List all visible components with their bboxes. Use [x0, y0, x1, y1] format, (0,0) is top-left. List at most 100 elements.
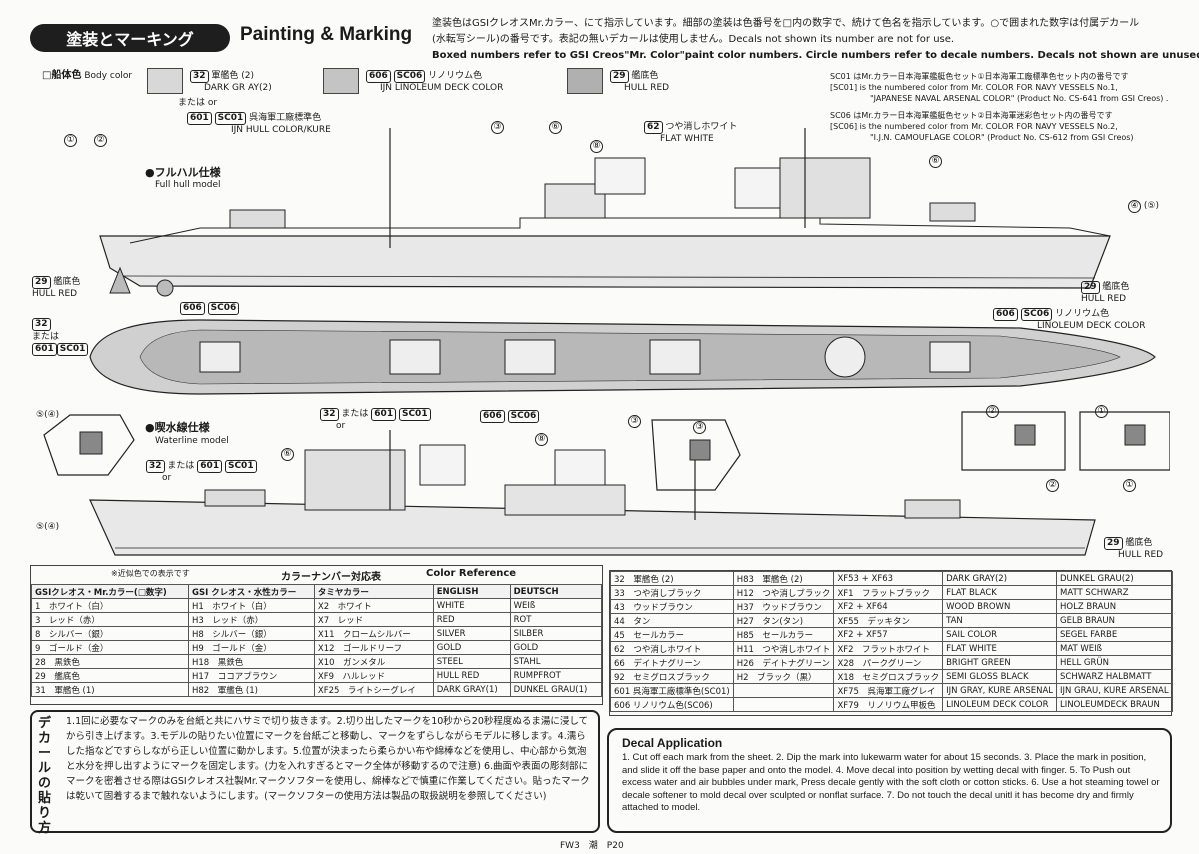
- table-cell: H8 シルバー（銀）: [188, 626, 315, 641]
- table-cell: 62 つや消しホワイト: [610, 641, 734, 656]
- callout-6-bow: ⑥: [929, 155, 942, 168]
- table-cell: H12 つや消しブラック: [732, 585, 835, 600]
- table-cell: WEIß: [509, 598, 603, 613]
- table-cell: HOLZ BRAUN: [1056, 599, 1173, 614]
- body-color-label: □船体色 Body color: [42, 70, 133, 81]
- table-cell: IJN GRAY, KURE ARSENAL: [942, 683, 1057, 698]
- table-cell: STAHL: [509, 654, 603, 669]
- table-cell: SEGEL FARBE: [1056, 627, 1173, 642]
- waterline-ship-drawing: [89, 430, 1096, 556]
- fullhull-ship-drawing: [99, 128, 1111, 297]
- instruction-note-line-2: (水転写シール)の番号です。表記の無いデカールは使用しません。Decals no…: [432, 34, 955, 45]
- section-title-en: Painting & Marking: [240, 24, 413, 45]
- table-cell: X10 ガンメタル: [313, 654, 434, 669]
- table-cell: H27 タン(タン): [732, 613, 835, 628]
- decal-instructions-jp-text: 1.1回に必要なマークのみを台紙と共にハサミで切り抜きます。2.切り出したマーク…: [66, 716, 590, 802]
- table-cell: X12 ゴールドリーフ: [313, 640, 434, 655]
- table-cell: H1 ホワイト（白）: [188, 598, 315, 613]
- table-cell: RUMPFROT: [509, 668, 603, 683]
- table-cell: XF9 ハルレッド: [313, 668, 434, 683]
- table-cell: 1 ホワイト（白）: [31, 598, 189, 613]
- table-cell: XF53 + XF63: [833, 571, 944, 586]
- table-cell: MATT SCHWARZ: [1056, 585, 1173, 600]
- table-cell: SEMI GLOSS BLACK: [942, 669, 1057, 684]
- table-cell: SILVER: [432, 626, 511, 641]
- waterline-callout-2: ②: [1046, 479, 1059, 492]
- color-swatch-29: [567, 68, 603, 94]
- flat-white-label: 62 つや消しホワイト FLAT WHITE: [644, 121, 737, 145]
- table-cell: 8 シルバー（銀）: [31, 626, 189, 641]
- waterline-callout-5-4-bottom: ⑤(④): [36, 522, 60, 532]
- table-cell: X18 セミグロスブラック: [833, 669, 944, 684]
- color-table-left: ※近似色での表示です カラーナンバー対応表 Color Reference GS…: [30, 565, 603, 705]
- sc01-note: SC01 はMr.カラー日本海軍艦艇色セット①日本海軍工廠標準色セット内の番号で…: [830, 72, 1169, 103]
- table-cell: SCHWARZ HALBMATT: [1056, 669, 1173, 684]
- table-cell: 45 セールカラー: [610, 627, 734, 642]
- table-cell: H3 レッド（赤）: [188, 612, 315, 627]
- callout-3: ③: [491, 121, 504, 134]
- page-footer: FW3 潮 P20: [560, 841, 624, 851]
- table-cell: 92 セミグロスブラック: [610, 669, 734, 684]
- callout-4: ④ (⑤): [1128, 200, 1159, 213]
- table-cell: LINOLEUM DECK COLOR: [942, 697, 1057, 712]
- color-table-header: ※近似色での表示です カラーナンバー対応表 Color Reference: [31, 566, 602, 596]
- color-table-header-cell: GSI クレオス・水性カラー: [188, 584, 315, 599]
- color-table-title-jp: カラーナンバー対応表: [281, 572, 381, 583]
- table-cell: 43 ウッドブラウン: [610, 599, 734, 614]
- detail-callout-3: ③: [693, 421, 706, 434]
- waterline-callout-6: ⑥: [281, 448, 294, 461]
- table-cell: [732, 697, 835, 712]
- decal-application-text: 1. Cut off each mark from the sheet. 2. …: [622, 752, 1160, 813]
- color-32-label: 32 軍艦色 (2) DARK GR AY(2): [190, 70, 272, 94]
- topview-linoleum-label: 606 SC06 リノリウム色 LINOLEUM DECK COLOR: [993, 308, 1145, 332]
- table-cell: LINOLEUMDECK BRAUN: [1056, 697, 1173, 712]
- callout-8: ⑧: [590, 140, 603, 153]
- table-cell: X28 パークグリーン: [833, 655, 944, 670]
- table-cell: MAT WEIß: [1056, 641, 1173, 656]
- table-cell: 3 レッド（赤）: [31, 612, 189, 627]
- table-cell: TAN: [942, 613, 1057, 628]
- sc06-note: SC06 はMr.カラー日本海軍艦艇色セット②日本海軍迷彩色セット内の番号です …: [830, 111, 1134, 142]
- table-cell: IJN GRAU, KURE ARSENAL: [1056, 683, 1173, 698]
- table-cell: X2 ホワイト: [313, 598, 434, 613]
- table-cell: 29 艦底色: [31, 668, 189, 683]
- table-cell: XF1 フラットブラック: [833, 585, 944, 600]
- table-cell: ROT: [509, 612, 603, 627]
- table-cell: DUNKEL GRAU(1): [509, 682, 603, 697]
- table-cell: 44 タン: [610, 613, 734, 628]
- color-swatch-606: [323, 68, 359, 94]
- table-cell: H9 ゴールド（金）: [188, 640, 315, 655]
- table-cell: H83 軍艦色 (2): [732, 571, 835, 586]
- table-cell: BRIGHT GREEN: [942, 655, 1057, 670]
- table-cell: 28 黒鉄色: [31, 654, 189, 669]
- table-cell: 606 リノリウム色(SC06): [610, 697, 734, 712]
- color-table-header-cell: ENGLISH: [432, 584, 511, 599]
- table-cell: FLAT BLACK: [942, 585, 1057, 600]
- waterline-hull-red-label: 29 艦底色 HULL RED: [1104, 537, 1163, 561]
- table-cell: 32 軍艦色 (2): [610, 571, 734, 586]
- color-table-title-en: Color Reference: [426, 568, 517, 579]
- waterline-callout-8: ⑧: [535, 433, 548, 446]
- decal-instructions-jp-title: デカールの貼り方: [38, 716, 52, 836]
- table-cell: H18 黒鉄色: [188, 654, 315, 669]
- decal-application-box: [607, 728, 1172, 833]
- table-cell: XF2 フラットホワイト: [833, 641, 944, 656]
- waterline-callout-5-4-top: ⑤(④): [36, 410, 60, 420]
- table-cell: H26 デイトナグリーン: [732, 655, 835, 670]
- table-cell: DARK GRAY(1): [432, 682, 511, 697]
- detail-inset-shapes: [43, 411, 1170, 491]
- table-cell: XF2 + XF57: [833, 627, 944, 642]
- table-cell: SILBER: [509, 626, 603, 641]
- table-cell: XF2 + XF64: [833, 599, 944, 614]
- fullhull-subtitle: Full hull model: [155, 180, 221, 190]
- callout-1: ①: [64, 134, 77, 147]
